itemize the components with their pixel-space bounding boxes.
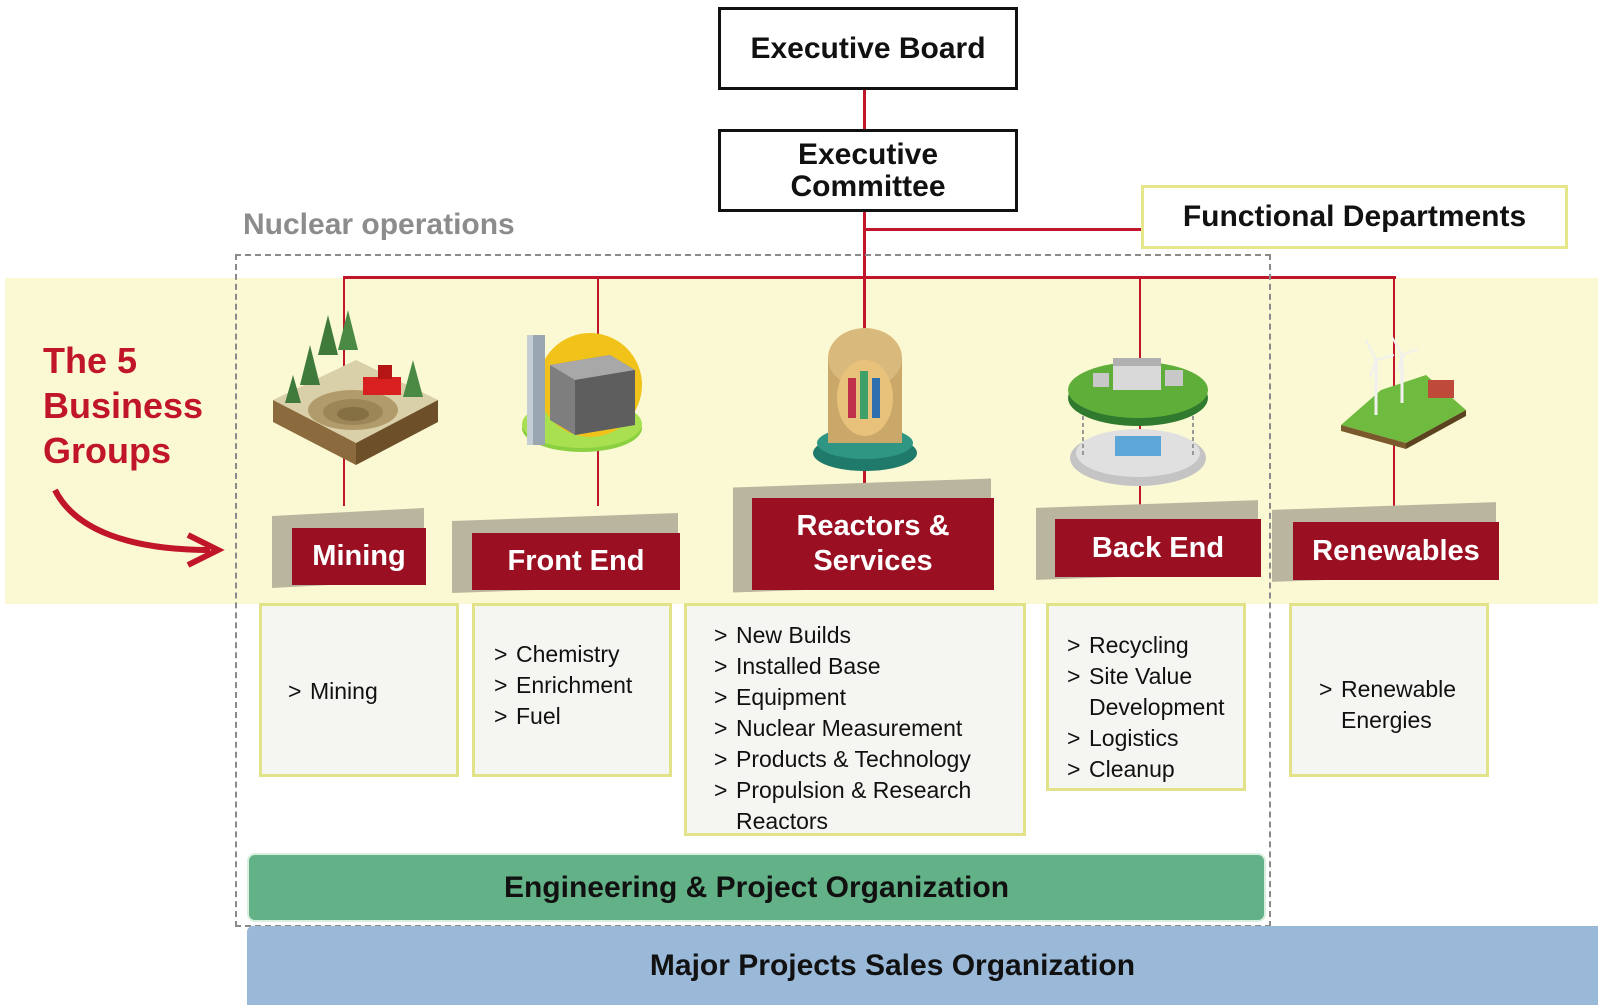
group-label-mining: Mining — [312, 540, 406, 572]
list-item: Recycling — [1067, 630, 1227, 661]
sub-box-front-end: Chemistry Enrichment Fuel — [472, 603, 672, 777]
executive-committee-label: Executive Committee — [790, 137, 946, 203]
group-label-reactors-services: Reactors & Services — [796, 510, 950, 577]
mining-site-icon — [273, 310, 438, 465]
renewables-item-list: Renewable Energies — [1319, 674, 1459, 736]
major-projects-sales-organization-bar: Major Projects Sales Organization — [247, 926, 1598, 1005]
list-item: Fuel — [494, 701, 669, 732]
list-item: Site Value Development — [1067, 661, 1227, 723]
group-box-front-end: Front End — [472, 533, 680, 590]
executive-board-label: Executive Board — [750, 31, 986, 65]
sub-box-renewables: Renewable Energies — [1289, 603, 1489, 777]
list-item: Mining — [288, 676, 456, 707]
group-box-back-end: Back End — [1055, 519, 1261, 577]
front-end-item-list: Chemistry Enrichment Fuel — [494, 639, 669, 732]
list-item: Nuclear Measurement — [714, 713, 1004, 744]
board-committee-connector — [863, 88, 866, 130]
group-label-front-end: Front End — [507, 545, 645, 577]
list-item: Logistics — [1067, 723, 1227, 754]
list-item: Installed Base — [714, 651, 1004, 682]
reactors-item-list: New Builds Installed Base Equipment Nucl… — [714, 620, 1004, 837]
pointer-arrow-icon — [52, 488, 225, 568]
sub-box-reactors-services: New Builds Installed Base Equipment Nucl… — [684, 603, 1026, 836]
sub-box-back-end: Recycling Site Value Development Logisti… — [1046, 603, 1246, 791]
list-item: Propulsion & Research Reactors — [714, 775, 1004, 837]
committee-trunk-connector — [863, 210, 866, 278]
engineering-label: Engineering & Project Organization — [503, 870, 1010, 904]
list-item: Equipment — [714, 682, 1004, 713]
executive-committee-box: Executive Committee — [718, 129, 1018, 212]
mining-item-list: Mining — [288, 676, 456, 707]
group-label-renewables: Renewables — [1312, 534, 1480, 567]
list-item: New Builds — [714, 620, 1004, 651]
list-item: Products & Technology — [714, 744, 1004, 775]
group-label-back-end: Back End — [1091, 531, 1225, 564]
functional-connector — [863, 228, 1143, 231]
recycling-facility-icon — [1068, 358, 1208, 486]
engineering-project-organization-bar: Engineering & Project Organization — [247, 853, 1266, 922]
nuclear-operations-label: Nuclear operations — [243, 208, 515, 241]
enrichment-plant-icon — [522, 333, 642, 452]
wind-turbine-hill-icon — [1341, 336, 1466, 449]
list-item: Cleanup — [1067, 754, 1227, 785]
groups-horizontal-connector — [343, 276, 1396, 279]
group-box-reactors-services: Reactors & Services — [752, 498, 994, 590]
sales-label: Major Projects Sales Organization — [649, 948, 1136, 982]
reactor-vessel-icon — [813, 328, 917, 471]
group-box-renewables: Renewables — [1293, 522, 1499, 580]
business-groups-label: The 5 Business Groups — [43, 340, 204, 471]
executive-board-box: Executive Board — [718, 7, 1018, 90]
sub-box-mining: Mining — [259, 603, 459, 777]
functional-departments-box: Functional Departments — [1141, 185, 1568, 249]
list-item: Chemistry — [494, 639, 669, 670]
group-box-mining: Mining — [292, 528, 426, 585]
functional-departments-label: Functional Departments — [1182, 200, 1527, 233]
list-item: Enrichment — [494, 670, 669, 701]
back-end-item-list: Recycling Site Value Development Logisti… — [1067, 630, 1227, 785]
list-item: Renewable Energies — [1319, 674, 1459, 736]
